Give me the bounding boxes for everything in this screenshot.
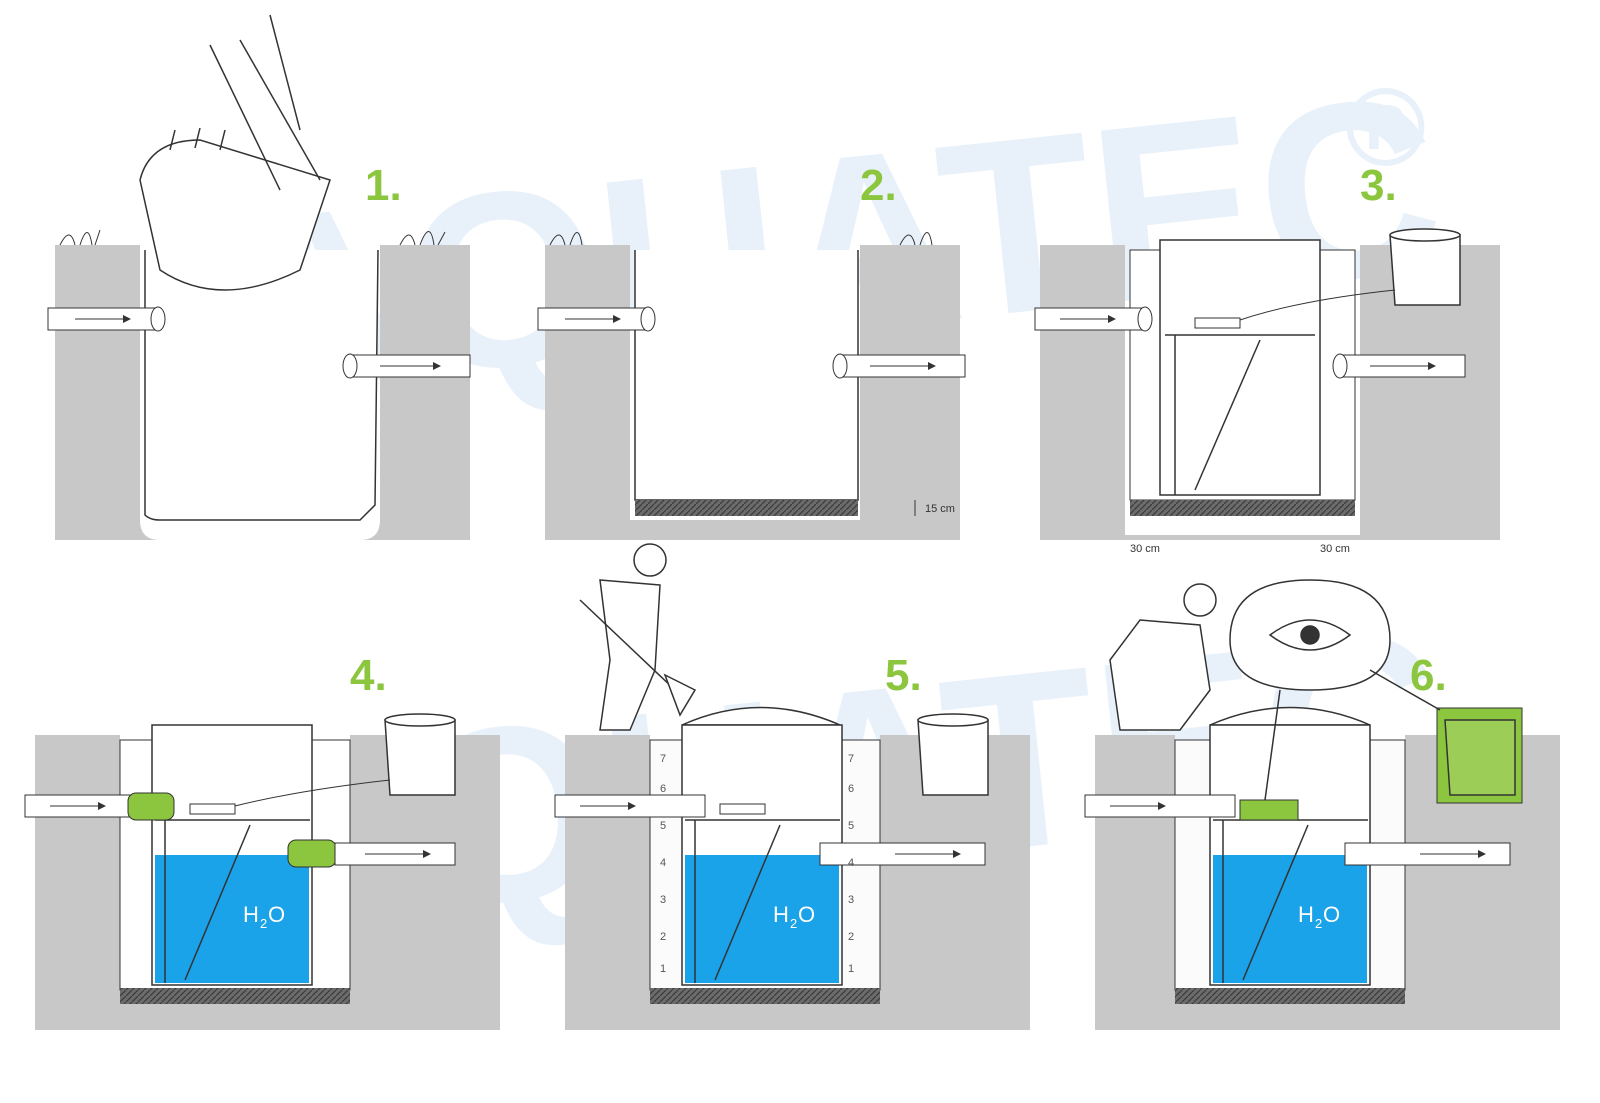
water-fill (685, 855, 839, 983)
kneeling-worker-icon (1109, 583, 1217, 731)
worker-with-shovel-icon (579, 543, 697, 731)
water-label-tail: O (1323, 902, 1340, 927)
layer-label: 1 (848, 963, 854, 975)
inlet-seal-highlight (127, 792, 175, 821)
filter-unit (189, 803, 236, 815)
gravel-bed (1130, 500, 1355, 516)
soil (35, 735, 500, 1030)
inlet-pipe (537, 306, 656, 332)
layer-label: 5 (660, 820, 666, 832)
tank (151, 724, 313, 986)
outlet-pipe (342, 353, 471, 379)
outlet-pipe (1344, 842, 1511, 866)
soil (565, 735, 1030, 1030)
filter-unit (719, 803, 766, 815)
step-1-panel: 1. (47, 14, 471, 540)
step-number: 1. (365, 161, 402, 210)
layer-label: 5 (848, 820, 854, 832)
water-label-sub: 2 (790, 916, 797, 931)
inlet-pipe (47, 306, 166, 332)
grass-icon (59, 229, 101, 246)
inspection-shaft (1389, 228, 1461, 306)
layer-label: 2 (660, 931, 666, 943)
water-label-sub: 2 (260, 916, 267, 931)
layer-label: 3 (848, 894, 854, 906)
soil (545, 245, 960, 540)
step-number: 3. (1360, 161, 1397, 210)
outlet-seal-highlight (287, 839, 337, 868)
step-number: 4. (350, 651, 387, 700)
layer-label: 7 (660, 753, 666, 765)
layer-label: 3 (660, 894, 666, 906)
layer-label: 4 (660, 857, 666, 869)
grass-icon (899, 232, 933, 246)
outlet-pipe (819, 842, 986, 866)
step-5-panel: 1 2 3 4 5 6 7 1 2 3 4 5 6 7 H 2 O 5. (554, 543, 1030, 1030)
inlet-pipe (554, 794, 706, 818)
filter-unit-highlight (1239, 799, 1299, 821)
gravel-bed (1175, 988, 1405, 1004)
tank (1209, 706, 1371, 986)
excavator-bucket-icon (139, 14, 331, 291)
outlet-pipe (1332, 353, 1466, 379)
step-number: 2. (860, 161, 897, 210)
inspection-shaft (384, 713, 456, 796)
clearance-right-label: 30 cm (1320, 543, 1350, 555)
tank (1159, 239, 1321, 496)
inlet-pipe (24, 792, 175, 821)
grass-icon (399, 231, 446, 246)
outlet-pipe (287, 839, 456, 868)
layer-label: 1 (660, 963, 666, 975)
water-label: H (773, 902, 789, 927)
gravel-bed (650, 988, 880, 1004)
backfill-layer-labels: 1 2 3 4 5 6 7 1 2 3 4 5 6 7 (660, 753, 854, 975)
step-number: 6. (1410, 651, 1447, 700)
layer-label: 4 (848, 857, 854, 869)
soil (1040, 245, 1500, 540)
water-label-tail: O (268, 902, 285, 927)
layer-label: 2 (848, 931, 854, 943)
water-label: H (243, 902, 259, 927)
layer-label: 7 (848, 753, 854, 765)
grass-icon (549, 232, 583, 246)
layer-label: 6 (660, 783, 666, 795)
inlet-pipe (1034, 306, 1153, 332)
inlet-pipe (1084, 794, 1236, 818)
water-label-tail: O (798, 902, 815, 927)
step-number: 5. (885, 651, 922, 700)
filter-unit (1194, 317, 1241, 329)
gravel-bed (120, 988, 350, 1004)
water-fill (1213, 855, 1367, 983)
watermark-registered-mark: ® (1345, 66, 1426, 189)
inspection-shaft (1444, 719, 1516, 796)
water-fill (155, 855, 309, 983)
step-3-panel: 30 cm 30 cm 3. (1034, 161, 1500, 555)
outlet-pipe (832, 353, 966, 379)
clearance-left-label: 30 cm (1130, 543, 1160, 555)
inspection-eye-bubble (1229, 579, 1441, 801)
gravel-bed (635, 500, 858, 516)
step-4-panel: H 2 O 4. (24, 651, 500, 1030)
tank (681, 706, 843, 986)
water-label-sub: 2 (1315, 916, 1322, 931)
gravel-dimension-label: 15 cm (925, 503, 955, 515)
step-2-panel: 15 cm 2. (537, 161, 966, 540)
inspection-shaft (917, 713, 989, 796)
layer-label: 6 (848, 783, 854, 795)
water-label: H (1298, 902, 1314, 927)
connection-hose (1239, 289, 1396, 321)
soil (55, 245, 470, 540)
soil (1095, 735, 1560, 1030)
step-6-panel: H 2 O 6. (1084, 579, 1560, 1030)
